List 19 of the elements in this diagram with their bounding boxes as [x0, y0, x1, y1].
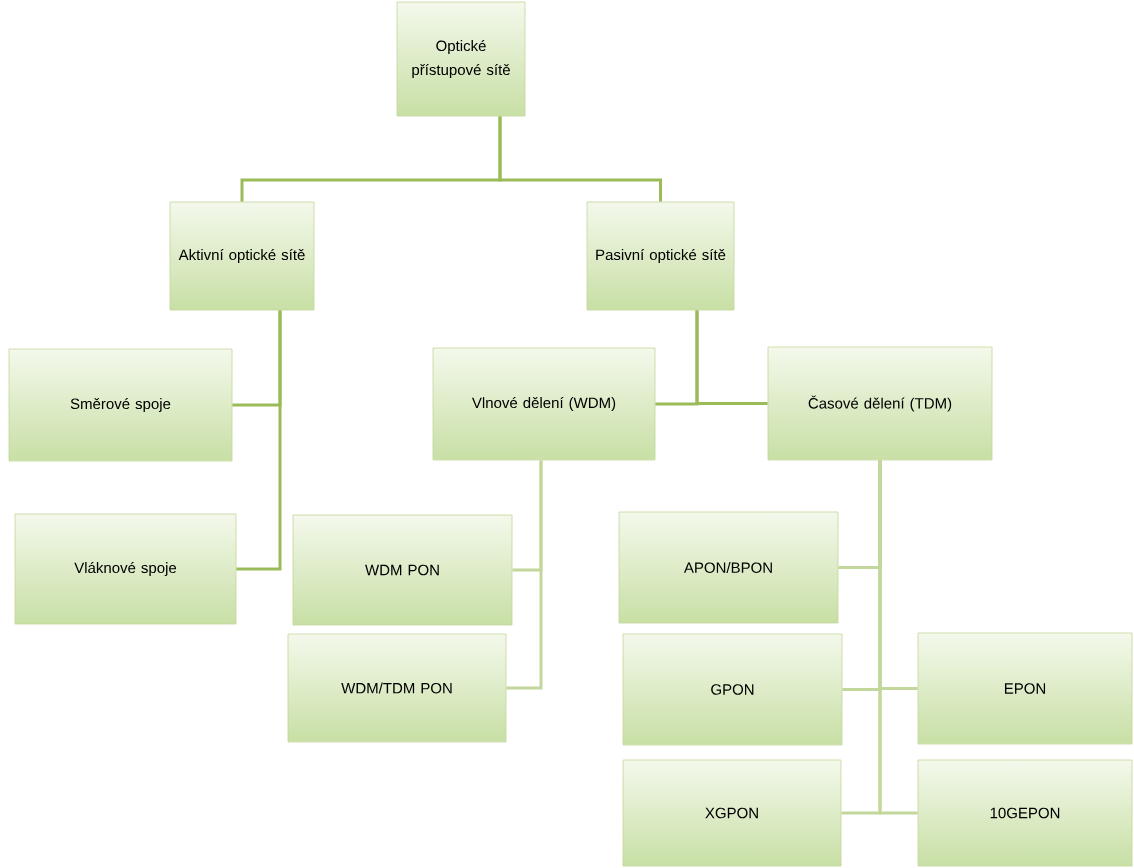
category-box: APON/BPON [618, 511, 839, 624]
category-box: Vláknové spoje [14, 513, 237, 625]
category-box: Časové dělení (TDM) [767, 346, 993, 461]
category-box: Pasivní optické sítě [586, 201, 735, 311]
connector-line [236, 310, 282, 571]
category-box: Vlnové dělení (WDM) [432, 347, 656, 461]
connector-line [506, 460, 543, 690]
category-box: 10GEPON [917, 759, 1133, 867]
category-box: Optické přístupové sítě [396, 1, 526, 117]
category-box: WDM PON [292, 514, 513, 626]
connector-line [498, 116, 662, 202]
category-box: EPON [917, 632, 1133, 745]
category-box: XGPON [622, 759, 842, 867]
category-box: GPON [622, 633, 843, 746]
category-box: Aktivní optické sítě [169, 201, 315, 311]
connector-line [695, 310, 768, 405]
category-box: Směrové spoje [8, 348, 233, 462]
category-box: WDM/TDM PON [287, 633, 507, 743]
connector-line [878, 460, 918, 815]
